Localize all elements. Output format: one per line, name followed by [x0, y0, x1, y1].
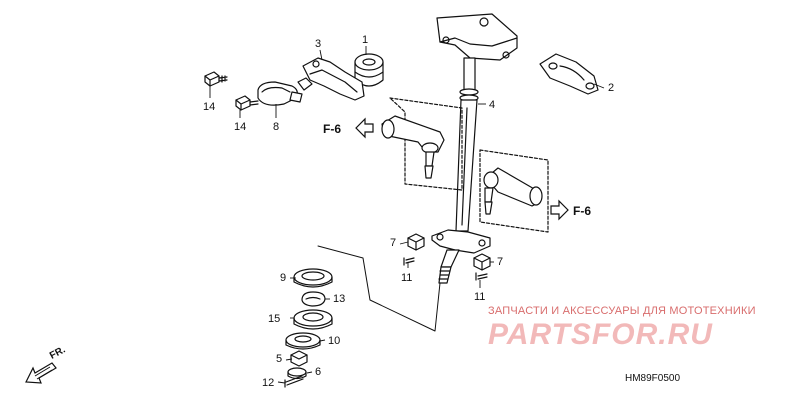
shaft-nut [290, 350, 308, 367]
front-direction-arrow-icon [25, 362, 57, 384]
tie-rod-end-right [483, 167, 543, 215]
callout-5: 5 [276, 353, 283, 365]
ref-arrow-right-icon [550, 199, 569, 221]
callout-4: 4 [489, 99, 496, 111]
circlip [301, 291, 326, 307]
nut-right [473, 253, 491, 271]
watermark-text: ЗАПЧАСТИ И АКСЕССУАРЫ ДЛЯ МОТОТЕХНИКИ [488, 305, 756, 317]
callout-13: 13 [333, 293, 346, 305]
callout-6: 6 [315, 366, 322, 378]
callout-9: 9 [280, 272, 287, 284]
band-clamp [257, 81, 303, 106]
bolt-upper [204, 71, 228, 87]
ref-label-right: F-6 [573, 204, 591, 218]
bushing-holder [297, 57, 365, 101]
callout-10: 10 [328, 335, 341, 347]
bolt-lower [235, 95, 259, 111]
callout-2: 2 [608, 82, 615, 94]
washer [287, 367, 307, 380]
nut-left [407, 233, 425, 251]
oil-seal-lower [285, 332, 321, 350]
callout-14-lower: 14 [234, 121, 247, 133]
cotter-pin-bottom [284, 375, 304, 388]
diagram-code: HM89F0500 [625, 373, 681, 384]
callout-11-left: 11 [401, 272, 413, 284]
steering-shaft [431, 13, 518, 284]
callout-7-right: 7 [497, 256, 504, 268]
ref-label-left: F-6 [323, 122, 341, 136]
callout-1: 1 [362, 34, 369, 46]
callout-12: 12 [262, 377, 275, 389]
callout-14-upper: 14 [203, 101, 216, 113]
ref-arrow-left-icon [355, 117, 374, 139]
oil-seal [293, 268, 333, 288]
callout-15: 15 [268, 313, 281, 325]
callout-8: 8 [273, 121, 280, 133]
steering-cover [539, 53, 599, 95]
tie-rod-end-left [381, 115, 445, 179]
cotter-pin-left [403, 257, 415, 266]
callout-7-left: 7 [390, 237, 397, 249]
cotter-pin-right [475, 272, 488, 281]
watermark-logo: PARTSFOR.RU [488, 318, 713, 351]
bearing [293, 309, 333, 330]
bushing [354, 53, 384, 87]
callout-3: 3 [315, 38, 322, 50]
callout-11-right: 11 [474, 291, 486, 303]
